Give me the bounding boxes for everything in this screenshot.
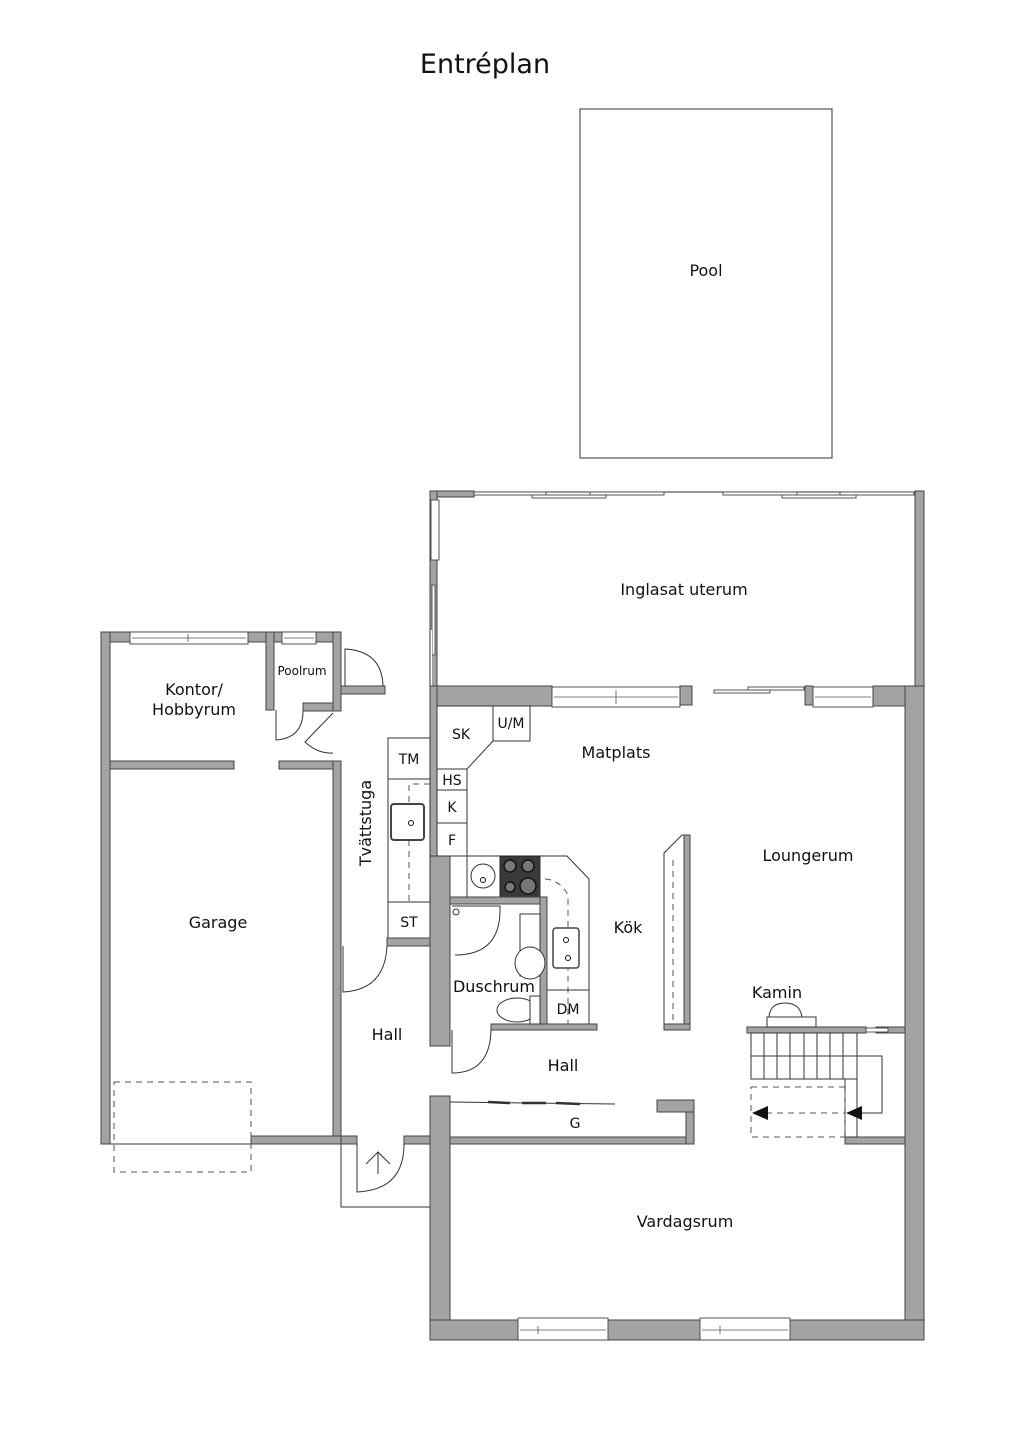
- fixture-label-um: U/M: [497, 716, 524, 732]
- shower-enclosure: [452, 905, 501, 956]
- room-label-duschrum: Duschrum: [453, 977, 535, 996]
- arrow-up-icon: [365, 1151, 391, 1174]
- wall: [914, 490, 925, 690]
- room-label-vardagsrum: Vardagsrum: [637, 1212, 734, 1231]
- cabinet-k: [436, 789, 468, 824]
- wall: [340, 685, 386, 695]
- left-wing: Poolrum Kontor/ Hobbyrum Garage TM ST Tv…: [100, 631, 431, 1208]
- washbasin: [514, 946, 546, 980]
- pool-area: Pool: [579, 108, 833, 459]
- wall: [663, 1023, 691, 1031]
- arrow-left-icon: [752, 1106, 768, 1120]
- fixture-label-st: ST: [400, 915, 418, 931]
- wall: [429, 1095, 451, 1341]
- room-label-hall-center: Hall: [548, 1056, 579, 1075]
- room-label-hobbyrum: Hobbyrum: [152, 700, 236, 719]
- door[interactable]: [342, 945, 388, 993]
- room-label-loungerum: Loungerum: [762, 846, 853, 865]
- wall: [278, 760, 342, 770]
- wall: [429, 685, 438, 859]
- fixture-label-tm: TM: [398, 752, 420, 768]
- sunroom: Inglasat uterum: [429, 490, 925, 692]
- burner-icon: [504, 881, 516, 893]
- wall: [429, 685, 553, 707]
- burner-icon: [521, 859, 535, 873]
- room-label-hall-left: Hall: [372, 1025, 403, 1044]
- room-label-tvattstuga: Tvättstuga: [356, 780, 375, 867]
- sliding-door: [747, 686, 805, 691]
- entrance-step: [340, 1144, 430, 1208]
- wall: [340, 1135, 358, 1145]
- wall: [100, 631, 111, 1145]
- fixture-label-dm: DM: [557, 1002, 580, 1018]
- wall: [904, 685, 925, 1341]
- sliding-pane: [473, 491, 547, 496]
- door[interactable]: [451, 1029, 492, 1074]
- sliding-pane: [781, 494, 857, 499]
- room-label-kok: Kök: [614, 918, 643, 937]
- room-label-matplats: Matplats: [582, 743, 651, 762]
- wall: [844, 1136, 906, 1145]
- wall: [746, 1026, 867, 1034]
- arrow-left-icon: [846, 1106, 862, 1120]
- sliding-pane: [531, 494, 607, 499]
- room-label-inglasat-uterum: Inglasat uterum: [620, 580, 747, 599]
- sliding-pane: [589, 491, 665, 496]
- wall: [679, 685, 693, 706]
- sliding-door: [713, 689, 771, 694]
- shower-room: Duschrum: [449, 896, 598, 1074]
- entrance-door[interactable]: [356, 1143, 405, 1193]
- wall: [332, 760, 342, 1145]
- wall: [656, 1099, 695, 1113]
- window: [699, 1317, 791, 1341]
- main-walls: G: [429, 685, 925, 1341]
- cabinet-f: [436, 822, 468, 857]
- door[interactable]: [304, 712, 334, 754]
- door[interactable]: [275, 710, 304, 741]
- wall: [449, 1136, 695, 1145]
- room-label-kontor: Kontor/: [165, 680, 223, 699]
- fireplace-hood: [768, 1002, 803, 1018]
- kitchen: SK U/M HS K F DM Matplats Kök Loungerum: [436, 705, 854, 1031]
- plan-title: Entréplan: [420, 49, 550, 80]
- fireplace: [766, 1016, 817, 1028]
- round-sink: [470, 863, 496, 889]
- wall: [429, 855, 451, 1047]
- fixture-label-hs: HS: [442, 773, 462, 789]
- room-label-pool: Pool: [689, 261, 722, 280]
- cabinet-um: [492, 705, 531, 742]
- fixture-label-f: F: [448, 833, 456, 849]
- staircase: Kamin: [746, 983, 883, 1138]
- sliding-pane: [839, 491, 915, 496]
- pool-outline: [579, 108, 833, 459]
- window: [517, 1317, 609, 1341]
- wall: [386, 937, 431, 947]
- room-label-garage: Garage: [189, 913, 248, 932]
- door[interactable]: [344, 648, 384, 687]
- burner-icon: [503, 859, 517, 873]
- wall: [250, 1135, 351, 1145]
- laundry-sink: [390, 803, 425, 841]
- fixture-label-g: G: [570, 1116, 581, 1132]
- wall: [683, 834, 691, 1031]
- wall: [332, 631, 342, 712]
- wall: [429, 1319, 925, 1341]
- burner-icon: [519, 877, 537, 895]
- window: [430, 499, 440, 561]
- wall: [265, 631, 275, 711]
- wall: [109, 760, 235, 770]
- sliding-pane: [722, 491, 798, 496]
- fixture-label-sk: SK: [452, 727, 471, 743]
- room-label-poolrum: Poolrum: [277, 664, 326, 678]
- room-label-kamin: Kamin: [752, 983, 802, 1002]
- sliding-pane: [431, 584, 436, 656]
- garage-door-swing: [113, 1081, 252, 1173]
- wall: [403, 1135, 431, 1145]
- double-sink: [552, 927, 580, 969]
- wall: [490, 1023, 598, 1031]
- wall: [449, 896, 548, 905]
- wall: [804, 685, 814, 706]
- fixture-label-k: K: [447, 800, 457, 816]
